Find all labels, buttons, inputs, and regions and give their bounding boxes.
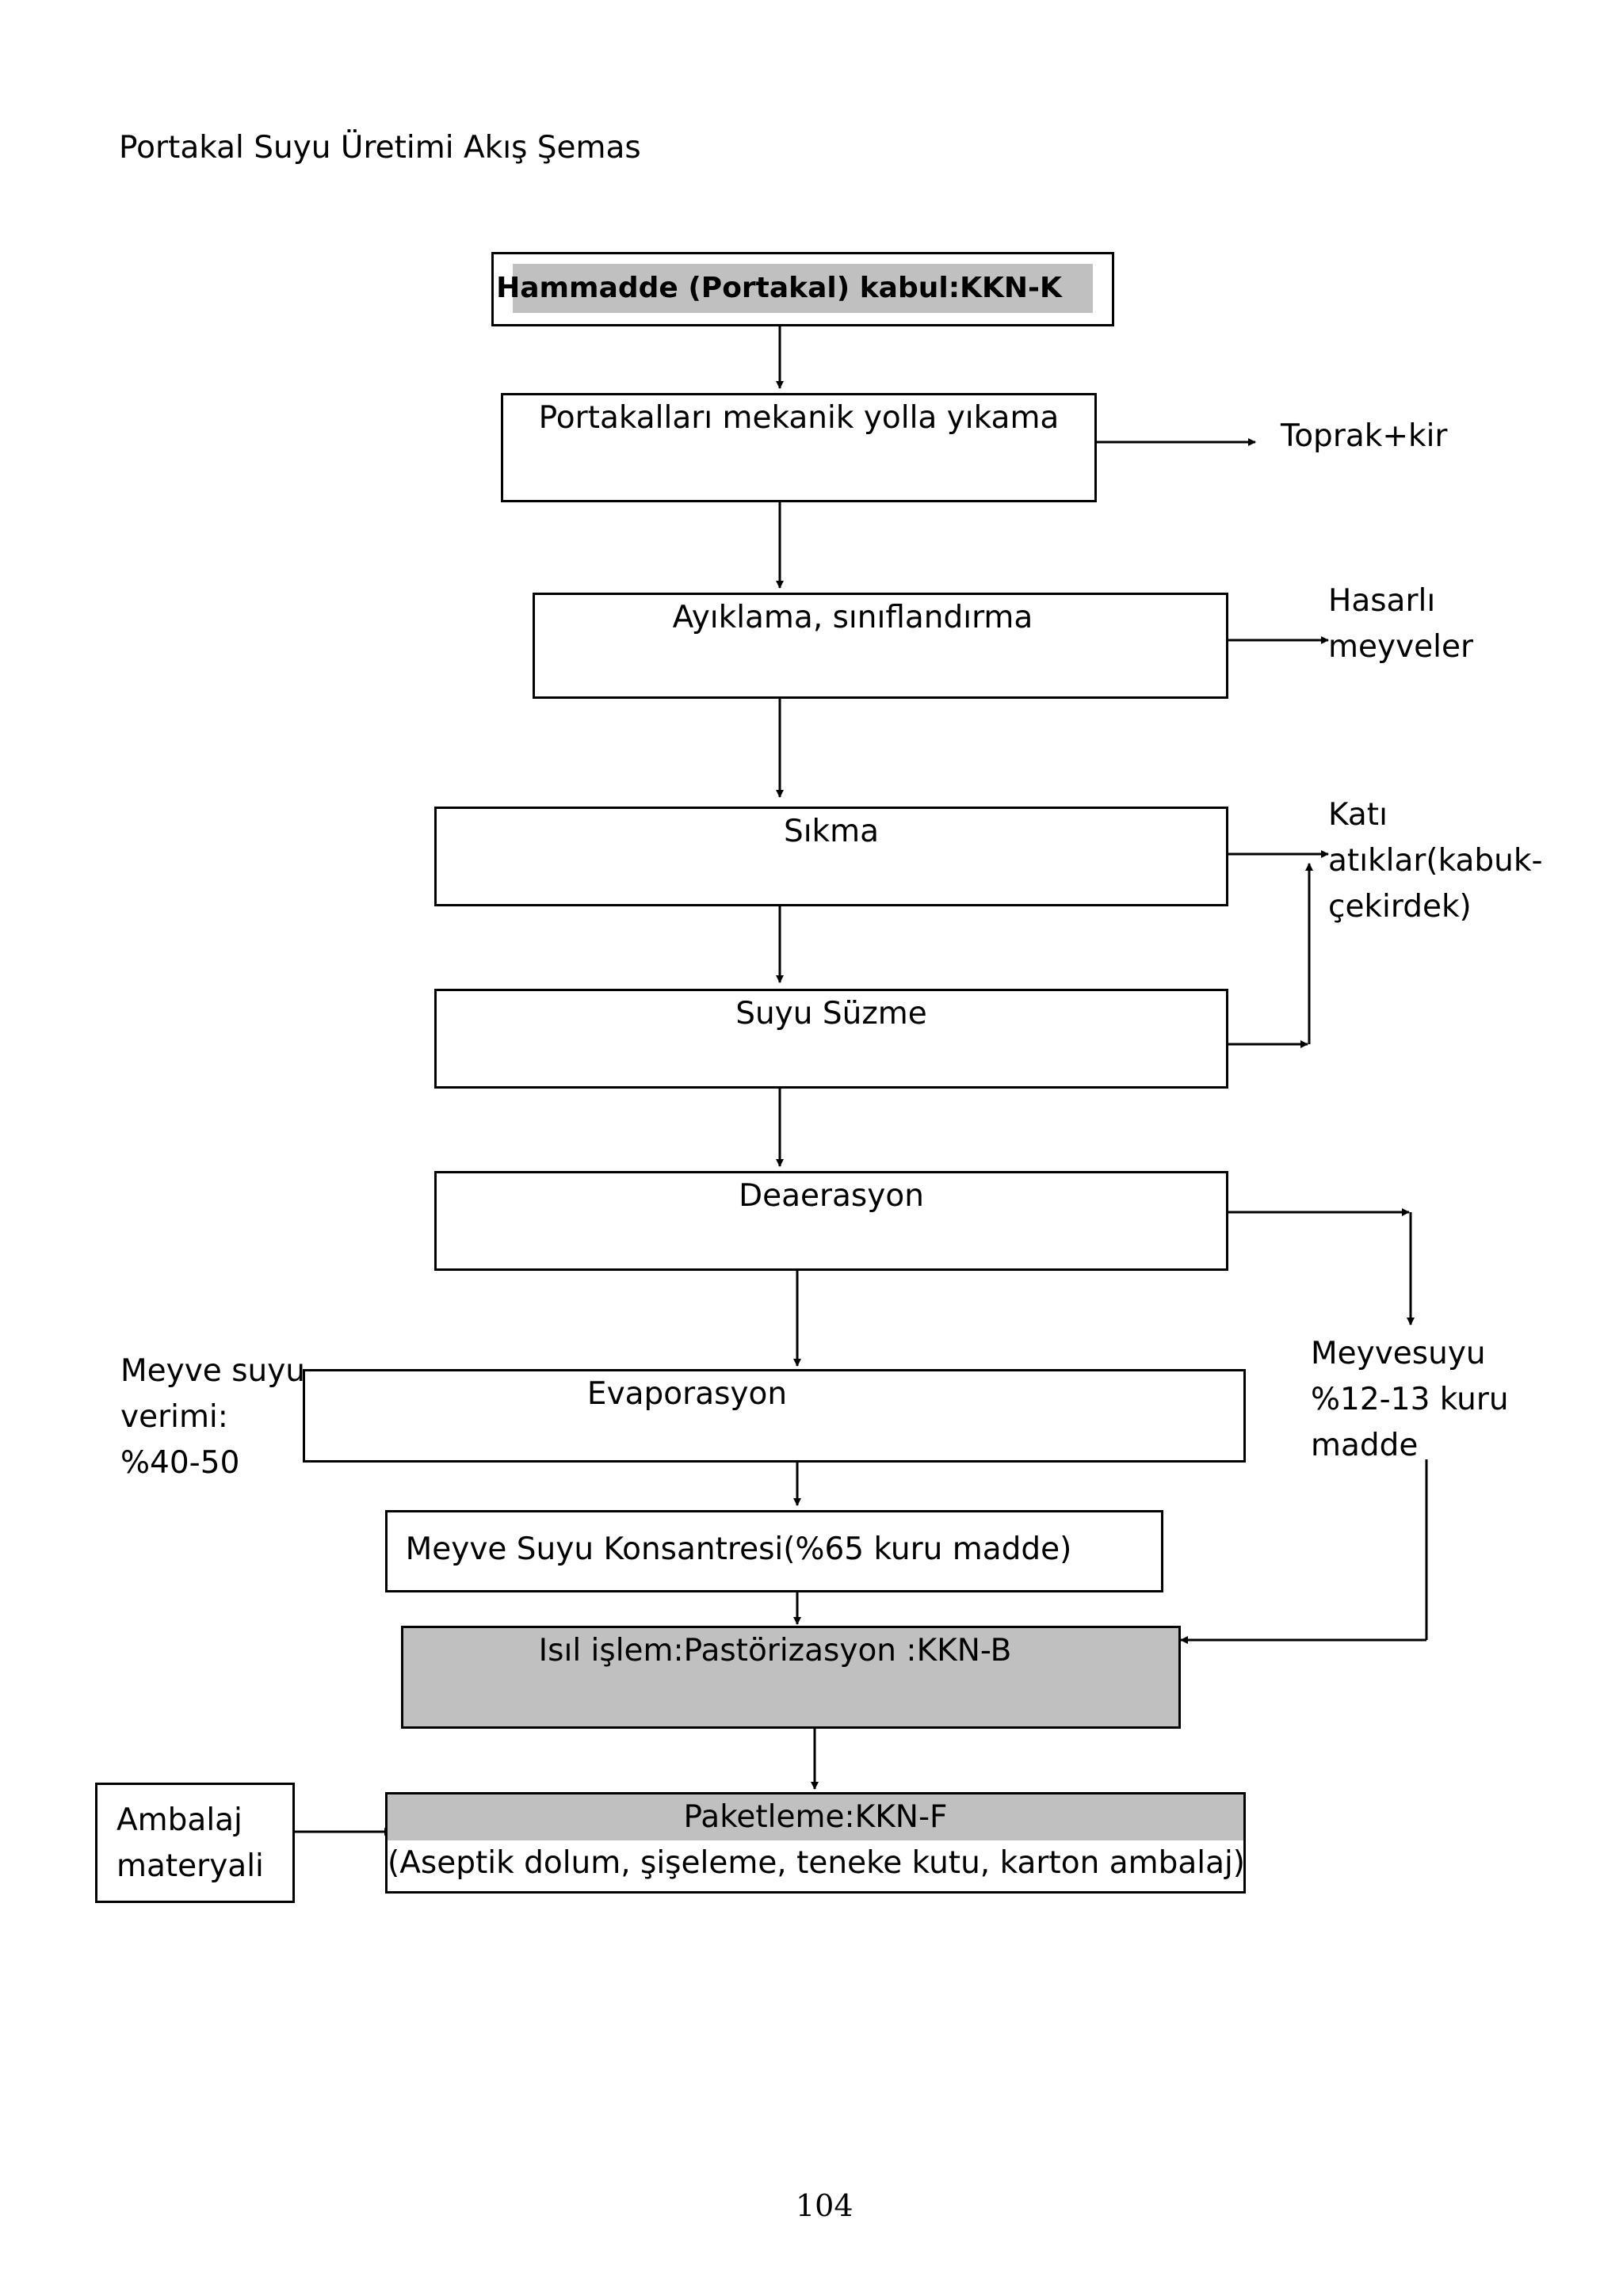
step-yikama: Portakalları mekanik yolla yıkama [501, 393, 1097, 502]
step-label: Hammadde (Portakal) kabul:KKN-K [496, 272, 1062, 304]
kabul-highlight [513, 264, 1093, 313]
page-number: 104 [796, 2188, 854, 2223]
step-paketleme: Paketleme:KKN-F (Aseptik dolum, şişeleme… [385, 1792, 1246, 1894]
paket-highlight [388, 1794, 1243, 1840]
output-meyvesuyu-line2: %12-13 kuru [1311, 1382, 1509, 1417]
step-evaporasyon: Evaporasyon [303, 1369, 1246, 1463]
step-ayiklama: Ayıklama, sınıflandırma [533, 593, 1228, 699]
step-label-line1: Paketleme:KKN-F [683, 1799, 948, 1835]
step-label: Sıkma [783, 814, 880, 849]
output-hasarli-line2: meyveler [1328, 629, 1474, 665]
input-ambalaj: Ambalaj materyali [95, 1783, 295, 1903]
diagram-title: Portakal Suyu Üretimi Akış Şemas [119, 130, 641, 166]
yield-note-line2: verimi: [120, 1399, 228, 1435]
step-deaerasyon: Deaerasyon [434, 1171, 1228, 1271]
step-konsantre: Meyve Suyu Konsantresi(%65 kuru madde) [385, 1510, 1163, 1592]
output-hasarli-line1: Hasarlı [1328, 583, 1436, 619]
step-sikma: Sıkma [434, 807, 1228, 906]
yield-note-line1: Meyve suyu [120, 1353, 306, 1389]
step-label: Portakalları mekanik yolla yıkama [538, 400, 1060, 436]
ambalaj-line2: materyali [116, 1848, 264, 1884]
step-label: Isıl işlem:Pastörizasyon :KKN-B [538, 1633, 1012, 1669]
output-kati-line1: Katı [1328, 797, 1388, 833]
step-label: Deaerasyon [739, 1178, 924, 1214]
output-kati-line3: çekirdek) [1328, 889, 1472, 925]
ambalaj-line1: Ambalaj [116, 1802, 242, 1838]
step-suzme: Suyu Süzme [434, 989, 1228, 1089]
step-label: Ayıklama, sınıflandırma [672, 600, 1033, 635]
output-meyvesuyu-line3: madde [1311, 1428, 1419, 1463]
step-label-line2: (Aseptik dolum, şişeleme, teneke kutu, k… [388, 1845, 1246, 1881]
output-toprak: Toprak+kir [1281, 418, 1448, 454]
step-label: Suyu Süzme [735, 996, 927, 1032]
step-hammadde-kabul: Hammadde (Portakal) kabul:KKN-K [491, 252, 1114, 326]
output-kati-line2: atıklar(kabuk- [1328, 843, 1543, 879]
step-isil-islem: Isıl işlem:Pastörizasyon :KKN-B [401, 1626, 1181, 1729]
step-label: Evaporasyon [586, 1376, 788, 1412]
output-meyvesuyu-line1: Meyvesuyu [1311, 1336, 1486, 1371]
yield-note-line3: %40-50 [120, 1445, 240, 1481]
step-label: Meyve Suyu Konsantresi(%65 kuru madde) [405, 1531, 1072, 1567]
